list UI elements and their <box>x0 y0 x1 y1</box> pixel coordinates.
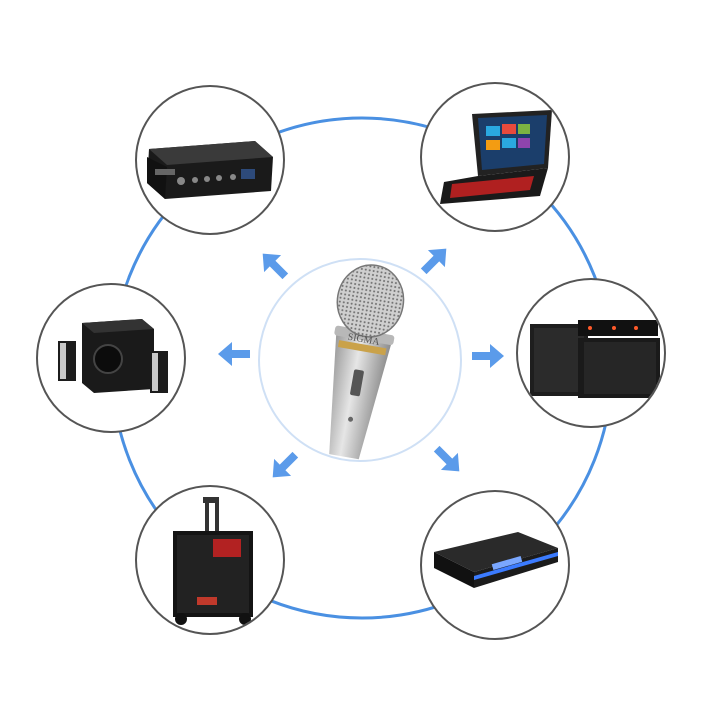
arrow-right-icon <box>472 344 504 368</box>
arrow-up-right-icon <box>420 248 447 275</box>
karaoke-player-icon <box>434 532 558 588</box>
arrow-down-right-icon <box>433 445 460 472</box>
laptop-icon <box>440 110 552 204</box>
portable-speaker-node[interactable] <box>135 485 285 635</box>
arrow-up-left-icon <box>262 253 289 280</box>
arrow-to-portable-speaker <box>264 446 304 486</box>
amplifier-icon <box>147 141 273 199</box>
subwoofer-set-node[interactable] <box>36 283 186 433</box>
laptop-node[interactable] <box>420 82 570 232</box>
arrow-to-subwoofer-set <box>214 334 254 374</box>
speaker-system-node[interactable] <box>516 278 666 428</box>
arrow-to-speaker-system <box>468 336 508 376</box>
arrow-left-icon <box>218 342 250 366</box>
subwoofer-set-icon <box>58 319 168 393</box>
arrow-to-laptop <box>415 240 455 280</box>
arrow-down-left-icon <box>272 451 299 478</box>
arrow-to-karaoke-player <box>428 440 468 480</box>
arrow-to-amplifier <box>254 245 294 285</box>
center-microphone: SIGMA <box>258 258 462 462</box>
speaker-system-icon <box>530 320 660 398</box>
karaoke-player-node[interactable] <box>420 490 570 640</box>
microphone-icon: SIGMA <box>329 264 405 460</box>
amplifier-node[interactable] <box>135 85 285 235</box>
portable-speaker-icon <box>173 497 253 625</box>
